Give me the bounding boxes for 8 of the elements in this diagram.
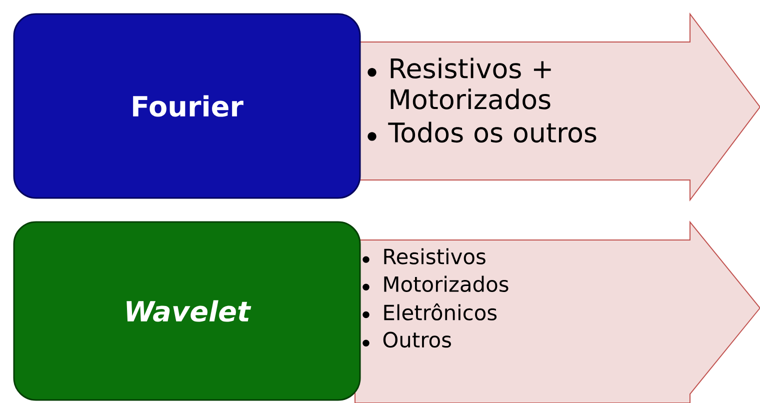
list-item: Resistivos + Motorizados xyxy=(390,58,551,110)
list-item: Outros xyxy=(383,332,451,348)
rounded-box: Fourier xyxy=(13,13,361,199)
list-item: Todos os outros xyxy=(388,122,596,143)
rounded-box: Wavelet xyxy=(13,221,361,401)
list-item: Resistivos xyxy=(384,248,486,264)
list-item: Motorizados xyxy=(384,276,508,292)
list-item: Eletrônicos xyxy=(384,303,497,320)
